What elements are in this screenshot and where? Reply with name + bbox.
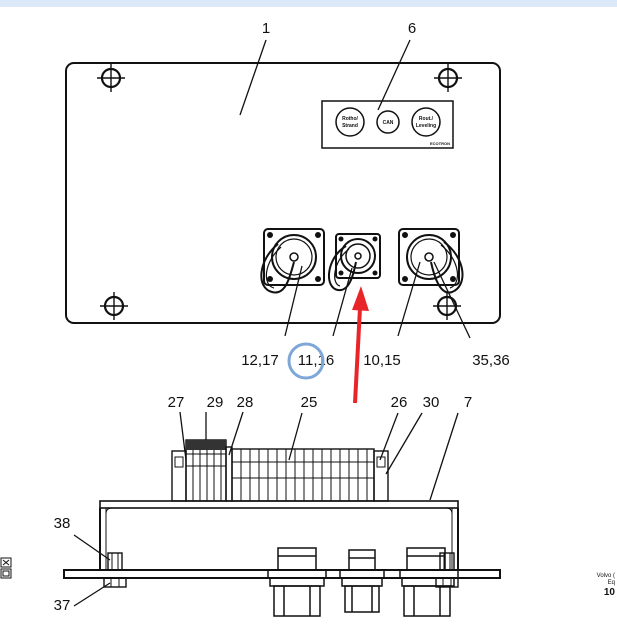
- callout-27: 27: [168, 394, 185, 411]
- callout-11-16: 11,16: [298, 352, 334, 369]
- enclosure-top-view: [65, 62, 501, 324]
- leader-lines-top: [239, 39, 471, 339]
- enclosure-side-walls: [99, 508, 459, 570]
- base-flange: [63, 569, 501, 579]
- panel-label-right-1: Rout./: [419, 116, 434, 122]
- control-panel: Rotho/ Strand CAN Rout./ Leveling ECOTRO…: [321, 100, 454, 149]
- callout-25: 25: [301, 394, 318, 411]
- callout-1: 1: [262, 20, 270, 37]
- callout-12-17: 12,17: [241, 352, 279, 369]
- callout-38: 38: [54, 515, 71, 532]
- panel-label-left-1: Rotho/: [342, 116, 358, 122]
- callout-30: 30: [423, 394, 440, 411]
- bolt-hole: [98, 290, 130, 322]
- callout-7: 7: [464, 394, 472, 411]
- enclosure-inner-walls: [105, 508, 453, 570]
- side-note-line3: 10: [603, 587, 615, 598]
- panel-label-can: CAN: [383, 120, 394, 126]
- side-note-line1: Volvo (: [596, 573, 615, 579]
- connector-12-17: [260, 228, 325, 294]
- connector-side-right: [399, 547, 459, 617]
- side-note-line2: Eq: [607, 580, 615, 586]
- callout-28: 28: [237, 394, 254, 411]
- bolt-hole: [432, 62, 464, 94]
- callout-29: 29: [207, 394, 224, 411]
- callout-37: 37: [54, 597, 71, 614]
- panel-label-right-2: Leveling: [416, 123, 436, 129]
- callout-6: 6: [408, 20, 416, 37]
- highlight-circle: [287, 342, 325, 380]
- red-arrow: [352, 286, 369, 404]
- bolt-hole: [95, 62, 127, 94]
- callout-26: 26: [391, 394, 408, 411]
- small-window-icon: [0, 557, 12, 579]
- connector-11-16: [327, 233, 381, 292]
- callout-10-15: 10,15: [363, 352, 401, 369]
- callout-35-36: 35,36: [472, 352, 510, 369]
- mounting-plate: [99, 500, 459, 509]
- panel-label-left-2: Strand: [342, 123, 358, 129]
- bolt-hole: [431, 290, 463, 322]
- din-rail-components: [171, 439, 389, 502]
- bolt-37-38: [103, 552, 127, 588]
- top-bar: [0, 0, 617, 7]
- leader-lines-side: [73, 411, 459, 607]
- connector-10-15: [398, 228, 464, 294]
- panel-brand: ECOTRON: [430, 141, 450, 146]
- connector-side-middle: [339, 549, 385, 613]
- connector-side-left: [267, 547, 327, 617]
